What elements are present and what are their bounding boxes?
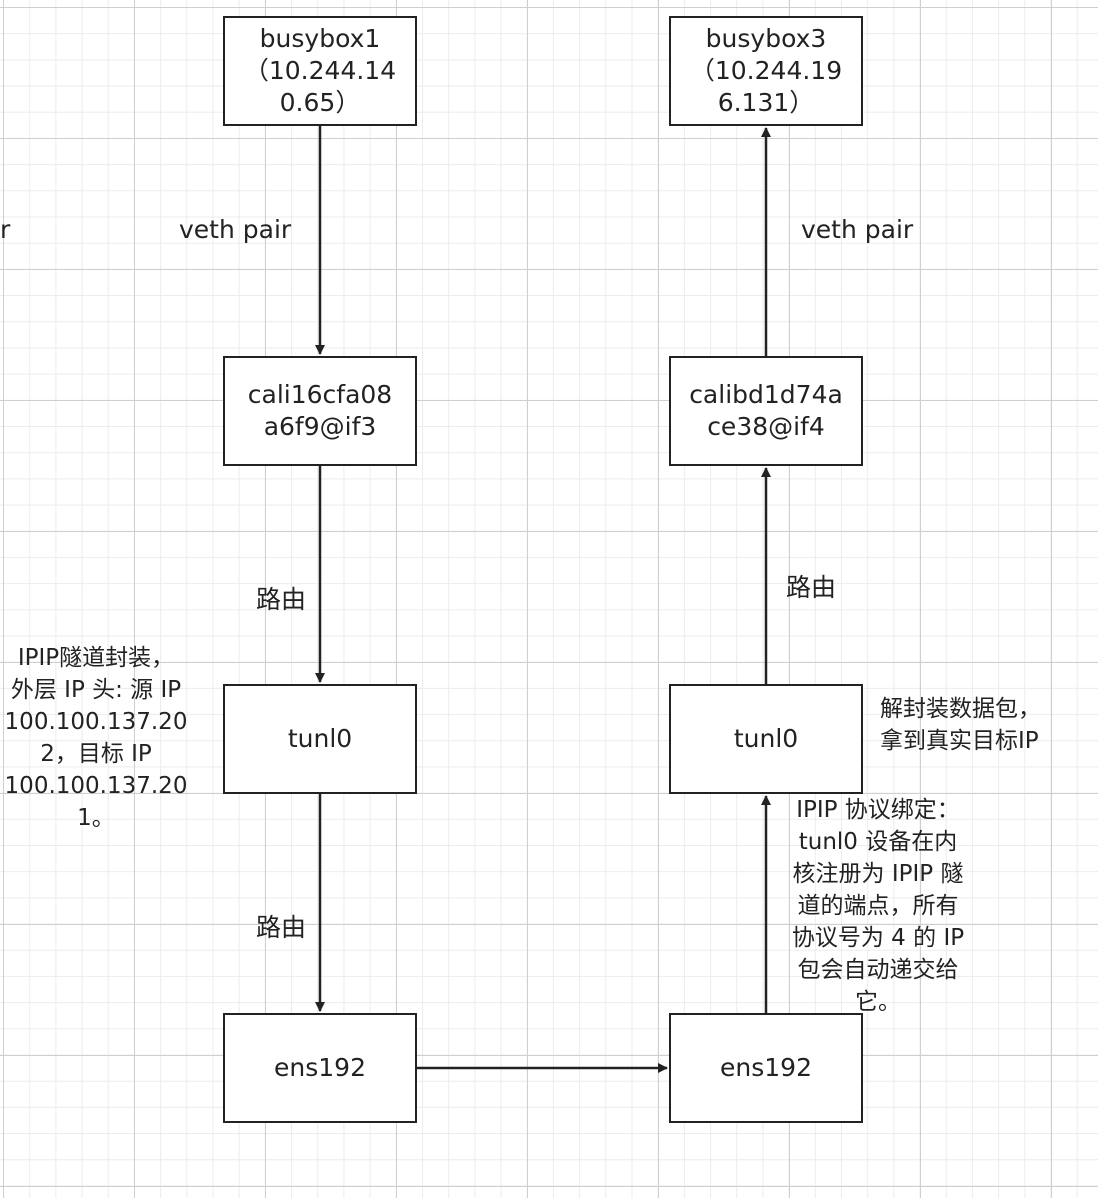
node-tunl0-right[interactable]: tunl0 xyxy=(669,684,863,794)
edge-label-partial-left: r xyxy=(0,215,11,244)
node-cali-left-label: cali16cfa08 a6f9@if3 xyxy=(247,380,393,441)
node-busybox3[interactable]: busybox3 （10.244.19 6.131） xyxy=(669,16,863,126)
node-ens192-left-label: ens192 xyxy=(274,1053,366,1082)
edge-label-veth-right: veth pair xyxy=(801,215,914,244)
edge-label-route-left-1: 路由 xyxy=(256,585,307,614)
note-decapsulation: 解封装数据包， 拿到真实目标IP xyxy=(880,696,1041,754)
node-tunl0-right-label: tunl0 xyxy=(733,724,799,753)
node-busybox1[interactable]: busybox1 （10.244.14 0.65） xyxy=(223,16,417,126)
note-encapsulation: IPIP隧道封装， 外层 IP 头: 源 IP 100.100.137.20 2… xyxy=(4,645,188,831)
node-cali-right-label: calibd1d74a ce38@if4 xyxy=(689,380,843,441)
node-ens192-right[interactable]: ens192 xyxy=(669,1013,863,1123)
edge-label-route-left-2: 路由 xyxy=(256,913,307,942)
node-tunl0-left[interactable]: tunl0 xyxy=(223,684,417,794)
node-tunl0-left-label: tunl0 xyxy=(287,724,353,753)
node-cali-right[interactable]: calibd1d74a ce38@if4 xyxy=(669,356,863,466)
edge-label-route-right: 路由 xyxy=(786,573,837,602)
node-ens192-right-label: ens192 xyxy=(720,1053,812,1082)
node-busybox3-label: busybox3 （10.244.19 6.131） xyxy=(689,24,843,117)
note-ipip-binding: IPIP 协议绑定： tunl0 设备在内 核注册为 IPIP 隧 道的端点，所… xyxy=(791,797,965,1015)
edge-label-veth-left: veth pair xyxy=(179,215,292,244)
node-cali-left[interactable]: cali16cfa08 a6f9@if3 xyxy=(223,356,417,466)
node-busybox1-label: busybox1 （10.244.14 0.65） xyxy=(243,24,397,117)
node-ens192-left[interactable]: ens192 xyxy=(223,1013,417,1123)
